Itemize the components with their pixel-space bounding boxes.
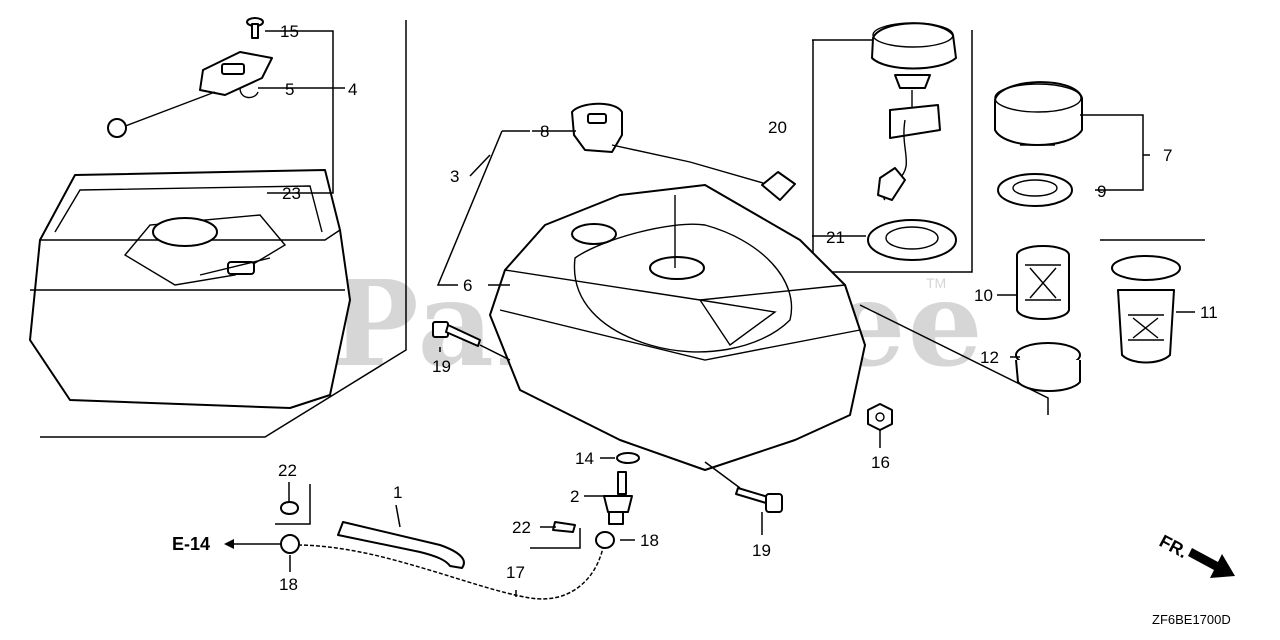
screw-15[interactable] bbox=[246, 17, 264, 39]
callout-12: 12 bbox=[980, 348, 999, 367]
arrow-left-icon bbox=[224, 539, 282, 549]
watermark-trademark: TM bbox=[926, 275, 946, 291]
callout-11: 11 bbox=[1200, 303, 1218, 322]
callout-14: 14 bbox=[575, 449, 594, 468]
callout-10: 10 bbox=[974, 286, 993, 305]
fuel-tank-center[interactable] bbox=[489, 184, 866, 471]
callout-2: 2 bbox=[570, 487, 579, 506]
callout-22-center: 22 bbox=[512, 518, 531, 537]
front-direction-label: FR. bbox=[1156, 531, 1191, 562]
callout-16: 16 bbox=[871, 453, 890, 472]
strainer-11[interactable] bbox=[1111, 255, 1181, 364]
nut-16[interactable] bbox=[867, 403, 893, 431]
callout-1: 1 bbox=[393, 483, 402, 502]
callout-3: 3 bbox=[450, 167, 459, 186]
fuel-gauge-left[interactable] bbox=[107, 51, 273, 138]
fuel-cap-7[interactable] bbox=[994, 81, 1083, 146]
callout-23: 23 bbox=[282, 184, 301, 203]
fuel-gauge-center[interactable] bbox=[571, 102, 796, 201]
callout-7: 7 bbox=[1163, 146, 1172, 165]
seal-9[interactable] bbox=[997, 173, 1073, 207]
callout-19-left: 19 bbox=[432, 357, 451, 376]
bolt-19-left[interactable] bbox=[432, 321, 481, 347]
callout-6: 6 bbox=[463, 276, 472, 295]
diagram-code: ZF6BE1700D bbox=[1152, 612, 1231, 627]
callout-19-bottom: 19 bbox=[752, 541, 771, 560]
strainer-10[interactable] bbox=[1016, 245, 1070, 320]
hose-clip-18-center[interactable] bbox=[595, 531, 615, 549]
callout-17: 17 bbox=[506, 563, 525, 582]
divider-cap-group bbox=[812, 30, 973, 273]
gasket-21[interactable] bbox=[867, 219, 957, 261]
callout-4: 4 bbox=[348, 80, 357, 99]
callout-21: 21 bbox=[826, 228, 845, 247]
collar-12[interactable] bbox=[1015, 342, 1081, 392]
hose-clip-18-left[interactable] bbox=[280, 534, 300, 554]
bolt-19-bottom[interactable] bbox=[735, 487, 783, 513]
fuel-hose-1[interactable] bbox=[337, 521, 465, 569]
fuel-valve-2[interactable] bbox=[603, 471, 633, 525]
washer-14[interactable] bbox=[616, 452, 640, 464]
callout-22-left: 22 bbox=[278, 461, 297, 480]
fuel-cap-20[interactable] bbox=[871, 22, 957, 201]
fuel-tank-assembly-left[interactable] bbox=[29, 169, 351, 409]
reference-e14-label: E-14 bbox=[172, 534, 210, 554]
callout-9: 9 bbox=[1097, 182, 1106, 201]
callout-8: 8 bbox=[540, 122, 549, 141]
callout-5: 5 bbox=[285, 80, 294, 99]
leader-lines bbox=[258, 30, 1195, 597]
callout-18-center: 18 bbox=[640, 531, 659, 550]
hose-clip-22-left[interactable] bbox=[280, 501, 299, 515]
callout-20: 20 bbox=[768, 118, 787, 137]
arrow-down-right-icon bbox=[1188, 548, 1235, 578]
callout-15: 15 bbox=[280, 22, 299, 41]
divider-left-group bbox=[40, 20, 407, 438]
hose-clip-22-center[interactable] bbox=[552, 521, 576, 533]
callout-18-left: 18 bbox=[279, 575, 298, 594]
fuel-hose-17[interactable] bbox=[295, 542, 606, 602]
